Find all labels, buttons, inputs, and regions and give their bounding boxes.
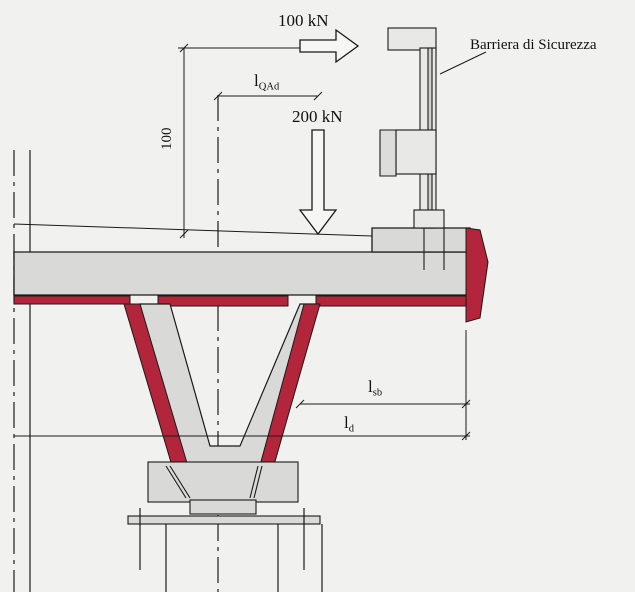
lsb-ld-dimensions <box>14 330 471 441</box>
lqad-label: lQAd <box>254 72 279 93</box>
lsb-label: lsb <box>368 378 382 399</box>
edge-plate <box>465 227 489 323</box>
lsb-main: l <box>368 377 373 396</box>
ld-label: ld <box>344 414 354 435</box>
anchor-bolts <box>139 508 323 592</box>
ld-main: l <box>344 413 349 432</box>
lsb-sub: sb <box>372 387 383 399</box>
lqad-dimension <box>213 91 323 101</box>
vertical-force-label: 200 kN <box>292 107 343 126</box>
left-axis-lines <box>13 150 31 592</box>
height-dimension-label: 100 <box>159 127 175 151</box>
barrier-leader <box>439 51 487 75</box>
ld-sub: d <box>348 423 354 435</box>
horizontal-force-arrow <box>299 28 360 64</box>
bearing <box>127 461 321 525</box>
flange-plates <box>13 295 467 307</box>
safety-barrier <box>379 27 445 270</box>
lqad-sub: QAd <box>258 81 280 93</box>
lqad-main: l <box>254 71 259 90</box>
deck-slab <box>13 223 471 296</box>
barrier-label: Barriera di Sicurezza <box>470 37 597 53</box>
vertical-force-arrow <box>298 129 338 236</box>
horizontal-force-label: 100 kN <box>278 11 329 30</box>
